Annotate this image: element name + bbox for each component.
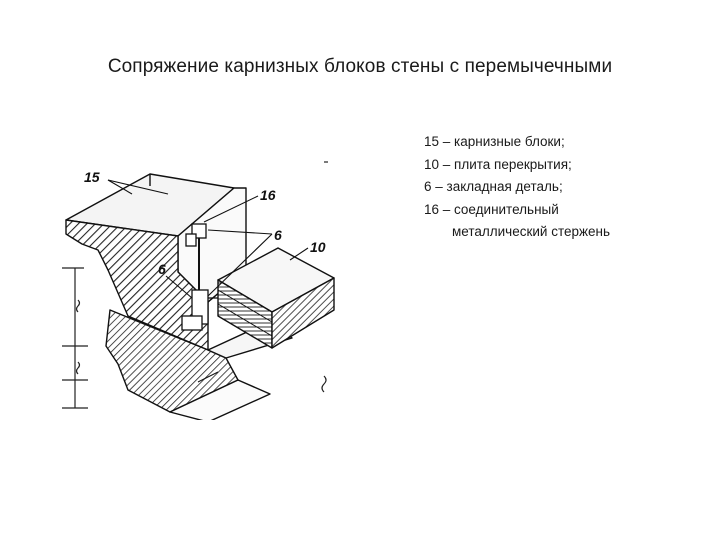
callout-15: 15 bbox=[84, 169, 100, 185]
floor-slab bbox=[217, 247, 335, 349]
cornice-block-lower bbox=[105, 309, 293, 420]
cornice-joint-drawing: 15 16 6 6 10 bbox=[62, 161, 335, 420]
callout-labels: 15 16 6 6 10 bbox=[84, 169, 326, 277]
slide-title: Сопряжение карнизных блоков стены с пере… bbox=[107, 56, 613, 77]
embedded-part-upper bbox=[185, 223, 207, 290]
callout-6-lower: 6 bbox=[158, 261, 166, 277]
legend-item-10: 10 – плита перекрытия; bbox=[424, 156, 572, 172]
callout-10: 10 bbox=[310, 239, 326, 255]
legend-item-16-continuation: металлический стержень bbox=[452, 224, 611, 239]
embedded-part-lower bbox=[181, 289, 220, 331]
legend-item-15: 15 – карнизные блоки; bbox=[424, 134, 565, 149]
leader-lines bbox=[107, 179, 309, 299]
right-edge-marks bbox=[321, 161, 328, 393]
legend-item-6: 6 – закладная деталь; bbox=[424, 179, 563, 194]
callout-6-upper: 6 bbox=[274, 227, 282, 243]
legend-item-16: 16 – соединительный bbox=[424, 201, 559, 217]
legend: 15 – карнизные блоки; 10 – плита перекры… bbox=[424, 131, 714, 244]
left-edge-marks bbox=[62, 267, 88, 409]
cornice-block-upper bbox=[65, 173, 247, 351]
callout-16: 16 bbox=[260, 187, 276, 203]
